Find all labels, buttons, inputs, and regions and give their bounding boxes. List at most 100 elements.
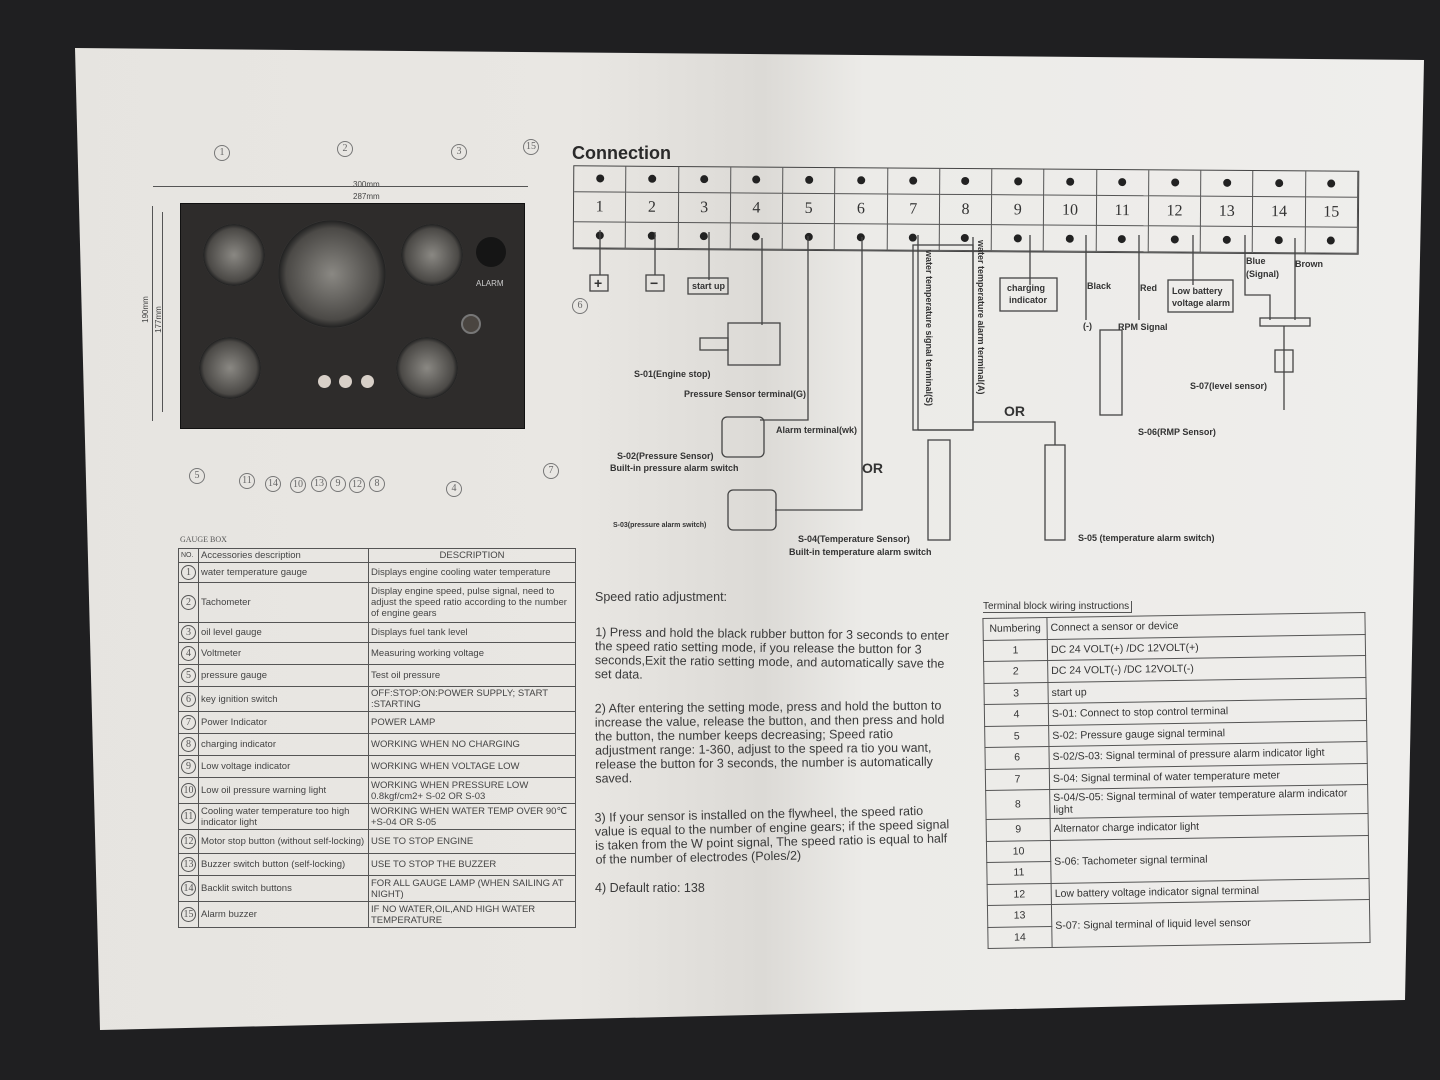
callout-13: 13	[311, 476, 327, 492]
minus-label: −	[650, 275, 658, 291]
start-up-label: start up	[692, 281, 726, 291]
accessory-name: Alarm buzzer	[198, 901, 369, 928]
header-no: NO.	[178, 548, 199, 563]
accessory-description: WORKING WHEN VOLTAGE LOW	[368, 755, 576, 778]
terminal-number: 12	[987, 882, 1052, 906]
terminal-number: 7	[985, 767, 1050, 791]
brown-wire-label: Brown	[1295, 259, 1323, 269]
table-header-row: NO. Accessories description DESCRIPTION	[178, 548, 576, 563]
accessory-name: Motor stop button (without self-locking)	[198, 829, 369, 854]
terminal-block-caption: Terminal block wiring instructions	[983, 601, 1133, 613]
terminal-number: 11	[986, 861, 1052, 884]
speed-ratio-title: Speed ratio adjustment:	[595, 590, 728, 604]
voltmeter-gauge	[396, 337, 458, 399]
callout-1: 1	[214, 145, 230, 161]
default-ratio: 4) Default ratio: 138	[595, 881, 705, 895]
connection-title: Connection	[572, 143, 671, 163]
accessory-description: WORKING WHEN PRESSURE LOW 0.8kgf/cm2+ S-…	[368, 777, 576, 804]
row-number: 13	[178, 853, 199, 876]
gauge-box-table: NO. Accessories description DESCRIPTION …	[178, 548, 576, 928]
accessory-description: OFF:STOP:ON:POWER SUPPLY; START :STARTIN…	[368, 686, 576, 712]
speed-ratio-step-2: 2) After entering the setting mode, pres…	[594, 698, 945, 786]
accessory-description: FOR ALL GAUGE LAMP (WHEN SAILING AT NIGH…	[368, 875, 576, 902]
callout-12: 12	[349, 477, 365, 493]
water-signal-label: water temperature signal terminal(S)	[924, 249, 934, 406]
callout-6: 6	[572, 298, 588, 314]
terminal-number: 3	[983, 682, 1049, 705]
accessory-name: key ignition switch	[198, 686, 369, 712]
temperature-terminal-box	[912, 244, 974, 431]
minus-terminal-box	[645, 274, 665, 292]
rpm-signal-label: RPM Signal	[1118, 322, 1168, 332]
alarm-label: ALARM	[476, 279, 504, 288]
row-number: 15	[178, 901, 199, 928]
terminal-number: 4	[984, 703, 1049, 727]
row-number: 7	[178, 711, 199, 734]
accessory-description: POWER LAMP	[368, 711, 576, 734]
callout-15: 15	[523, 139, 539, 155]
terminal-number: 8	[985, 789, 1051, 820]
header-description: DESCRIPTION	[368, 548, 576, 563]
accessory-description: WORKING WHEN NO CHARGING	[368, 733, 576, 756]
terminal-number: 10	[986, 839, 1051, 863]
row-number: 6	[178, 686, 199, 712]
accessory-name: Low oil pressure warning light	[198, 777, 369, 804]
callout-11: 11	[239, 473, 255, 489]
callout-7: 7	[543, 463, 559, 479]
s01-label: S-01(Engine stop)	[634, 369, 711, 379]
accessory-name: water temperature gauge	[198, 562, 369, 583]
row-number: 1	[178, 562, 199, 583]
accessory-description: Test oil pressure	[368, 664, 576, 687]
accessory-name: Voltmeter	[198, 642, 369, 665]
gauge-panel: ALARM	[180, 203, 525, 429]
s03-label: S-03(pressure alarm switch)	[613, 522, 706, 529]
plus-label: +	[594, 275, 602, 291]
terminal-number: 14	[987, 925, 1053, 949]
accessory-description: WORKING WHEN WATER TEMP OVER 90℃ +S-04 O…	[368, 803, 576, 830]
tachometer-gauge	[278, 220, 386, 328]
accessory-description: USE TO STOP THE BUZZER	[368, 853, 576, 876]
s04-label: S-04(Temperature Sensor)	[798, 534, 910, 544]
low-battery-label-2: voltage alarm	[1172, 298, 1230, 308]
s07-level-sensor	[1259, 317, 1311, 327]
accessory-description: USE TO STOP ENGINE	[368, 829, 576, 854]
callout-9: 9	[330, 476, 346, 492]
terminal-number: 13	[987, 904, 1052, 927]
s04-temperature-sensor	[927, 439, 951, 541]
s05-temperature-switch	[1044, 444, 1066, 541]
row-number: 12	[178, 829, 199, 854]
gauge-box-caption: GAUGE BOX	[180, 535, 227, 544]
water-alarm-label: water temperature alarm terminal(A)	[976, 239, 986, 395]
accessory-description: Display engine speed, pulse signal, need…	[368, 582, 576, 623]
alarm-terminal-label: Alarm terminal(wk)	[776, 425, 857, 435]
terminal-number: 2	[983, 660, 1048, 684]
accessory-description: Displays fuel tank level	[368, 622, 576, 643]
speed-ratio-step-3: 3) If your sensor is installed on the fl…	[594, 803, 950, 867]
s05-label: S-05 (temperature alarm switch)	[1078, 533, 1215, 543]
row-number: 3	[178, 622, 199, 643]
row-number: 5	[178, 664, 199, 687]
buzzer-switch	[339, 375, 352, 388]
negative-label: (-)	[1083, 321, 1092, 331]
callout-5: 5	[189, 468, 205, 484]
row-number: 8	[178, 733, 199, 756]
blue-wire-label: Blue	[1246, 256, 1266, 266]
accessory-name: charging indicator	[198, 733, 369, 756]
oil-level-gauge	[401, 224, 463, 286]
s03-pressure-switch	[727, 489, 777, 531]
terminal-connection: S-07: Signal terminal of liquid level se…	[1051, 899, 1371, 948]
accessory-name: Low voltage indicator	[198, 755, 369, 778]
